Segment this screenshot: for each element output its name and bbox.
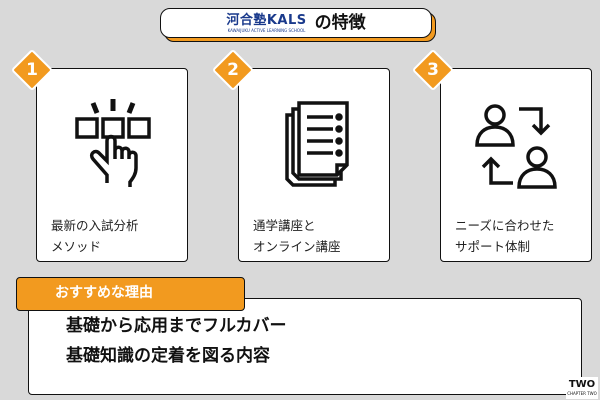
feature-text: 通学講座と オンライン講座 [253,218,341,254]
feature-card-2: 通学講座と オンライン講座 [238,68,390,262]
badge-number: 3 [427,60,439,80]
hand-pointing-icon [75,99,151,187]
watermark-text: TWO [568,379,596,390]
page-title: 河合塾KALS KAWAIJUKU ACTIVE LEARNING SCHOOL… [160,8,432,38]
title-text: の特徴 [314,13,366,33]
badge-number: 2 [227,60,239,80]
reason-item: 基礎知識の定着を図る内容 [66,346,270,366]
logo-subtext: KAWAIJUKU ACTIVE LEARNING SCHOOL [227,27,306,33]
feature-text: ニーズに合わせた サポート体制 [455,218,555,254]
chapter-two-logo: TWO CHAPTER TWO [566,377,598,399]
reasons-label: おすすめな理由 [16,277,245,311]
documents-icon [285,101,349,187]
kals-logo: 河合塾KALS KAWAIJUKU ACTIVE LEARNING SCHOOL [226,13,306,34]
people-exchange-icon [475,104,557,189]
watermark-subtext: CHAPTER TWO [567,391,597,396]
feature-text: 最新の入試分析 メソッド [51,218,139,254]
feature-card-1: 最新の入試分析 メソッド [36,68,188,262]
badge-number: 1 [26,60,38,80]
reasons-box [28,298,582,395]
feature-card-3: ニーズに合わせた サポート体制 [440,68,592,262]
logo-text: 河合塾KALS [226,12,307,28]
reason-item: 基礎から応用までフルカバー [66,316,287,336]
